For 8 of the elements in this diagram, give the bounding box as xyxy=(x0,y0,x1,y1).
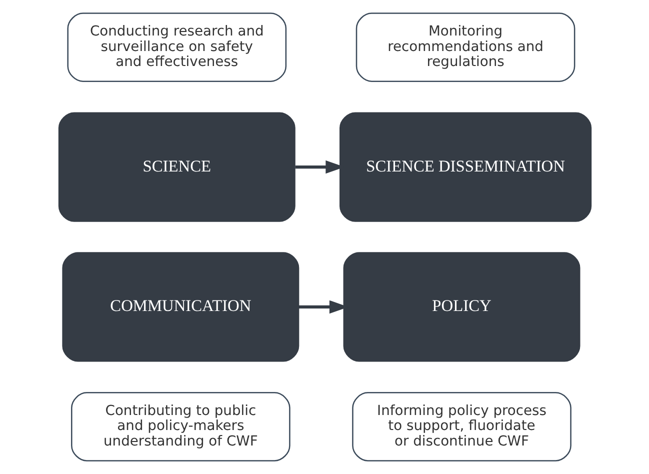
node-box: SCIENCE DISSEMINATION xyxy=(339,112,592,222)
node-box: Monitoring recommendations and regulations xyxy=(355,12,575,82)
node-box: POLICY xyxy=(342,252,580,362)
node-box: SCIENCE xyxy=(58,112,295,222)
node-box: COMMUNICATION xyxy=(62,252,299,362)
node-box: Contributing to public and policy-makers understanding of CWF xyxy=(70,392,290,462)
node-box: Conducting research and surveillance on safety and effectiveness xyxy=(66,12,286,82)
node-box: Informing policy process to support, fluoridate or discontinue CWF xyxy=(352,392,571,462)
